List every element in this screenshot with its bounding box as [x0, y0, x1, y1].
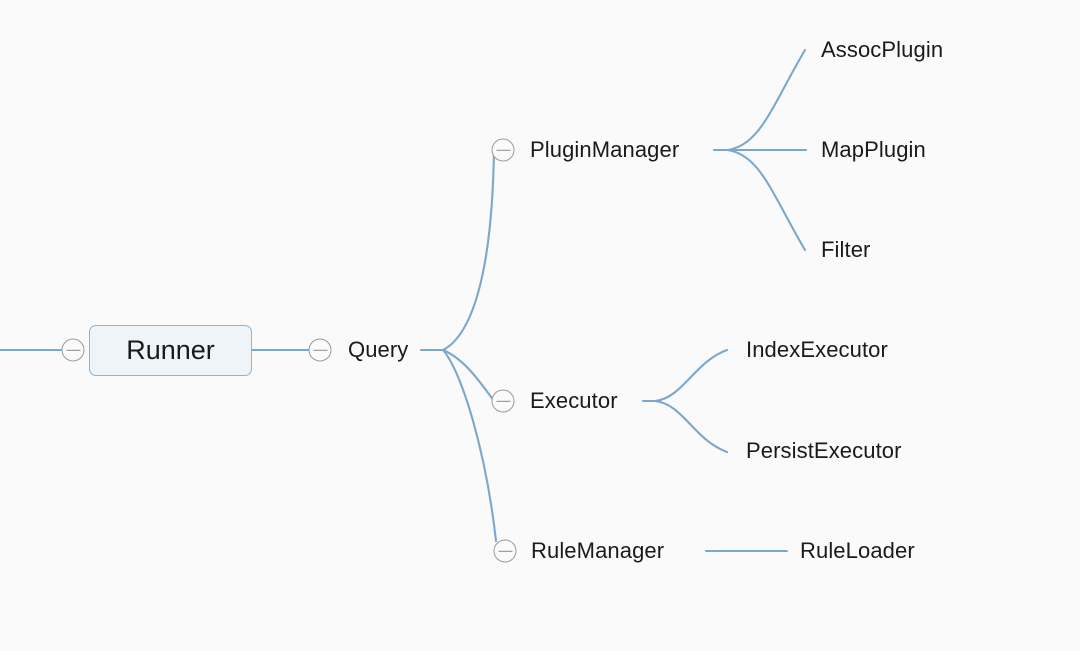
- collapse-toggle-query[interactable]: [308, 338, 332, 362]
- node-root[interactable]: Runner: [89, 325, 252, 376]
- node-executor[interactable]: Executor: [530, 388, 618, 413]
- node-rulemanager[interactable]: RuleManager: [531, 538, 665, 563]
- collapse-toggle-rulemanager[interactable]: [493, 539, 517, 563]
- edge-query-to-rulemanager: [441, 348, 498, 543]
- node-mapplugin[interactable]: MapPlugin: [821, 137, 926, 162]
- edge-query-to-executor: [441, 348, 496, 403]
- edge-executor-to-indexexecutor: [653, 348, 729, 403]
- edge-pluginmanager-to-assocplugin: [725, 48, 807, 152]
- collapse-toggle-pluginmanager[interactable]: [491, 138, 515, 162]
- edge-pluginmanager-to-filter: [725, 148, 807, 252]
- collapse-toggle-root[interactable]: [61, 338, 85, 362]
- edge-query-to-pluginmanager: [441, 148, 496, 352]
- node-assocplugin[interactable]: AssocPlugin: [821, 37, 944, 62]
- node-ruleloader[interactable]: RuleLoader: [800, 538, 915, 563]
- node-persistexecutor[interactable]: PersistExecutor: [746, 438, 902, 463]
- node-indexexecutor[interactable]: IndexExecutor: [746, 337, 888, 362]
- edge-executor-to-persistexecutor: [653, 399, 729, 454]
- node-pluginmanager[interactable]: PluginManager: [530, 137, 680, 162]
- node-query[interactable]: Query: [348, 337, 409, 362]
- node-root-label: Runner: [126, 335, 215, 365]
- node-filter[interactable]: Filter: [821, 237, 871, 262]
- collapse-toggle-executor[interactable]: [491, 389, 515, 413]
